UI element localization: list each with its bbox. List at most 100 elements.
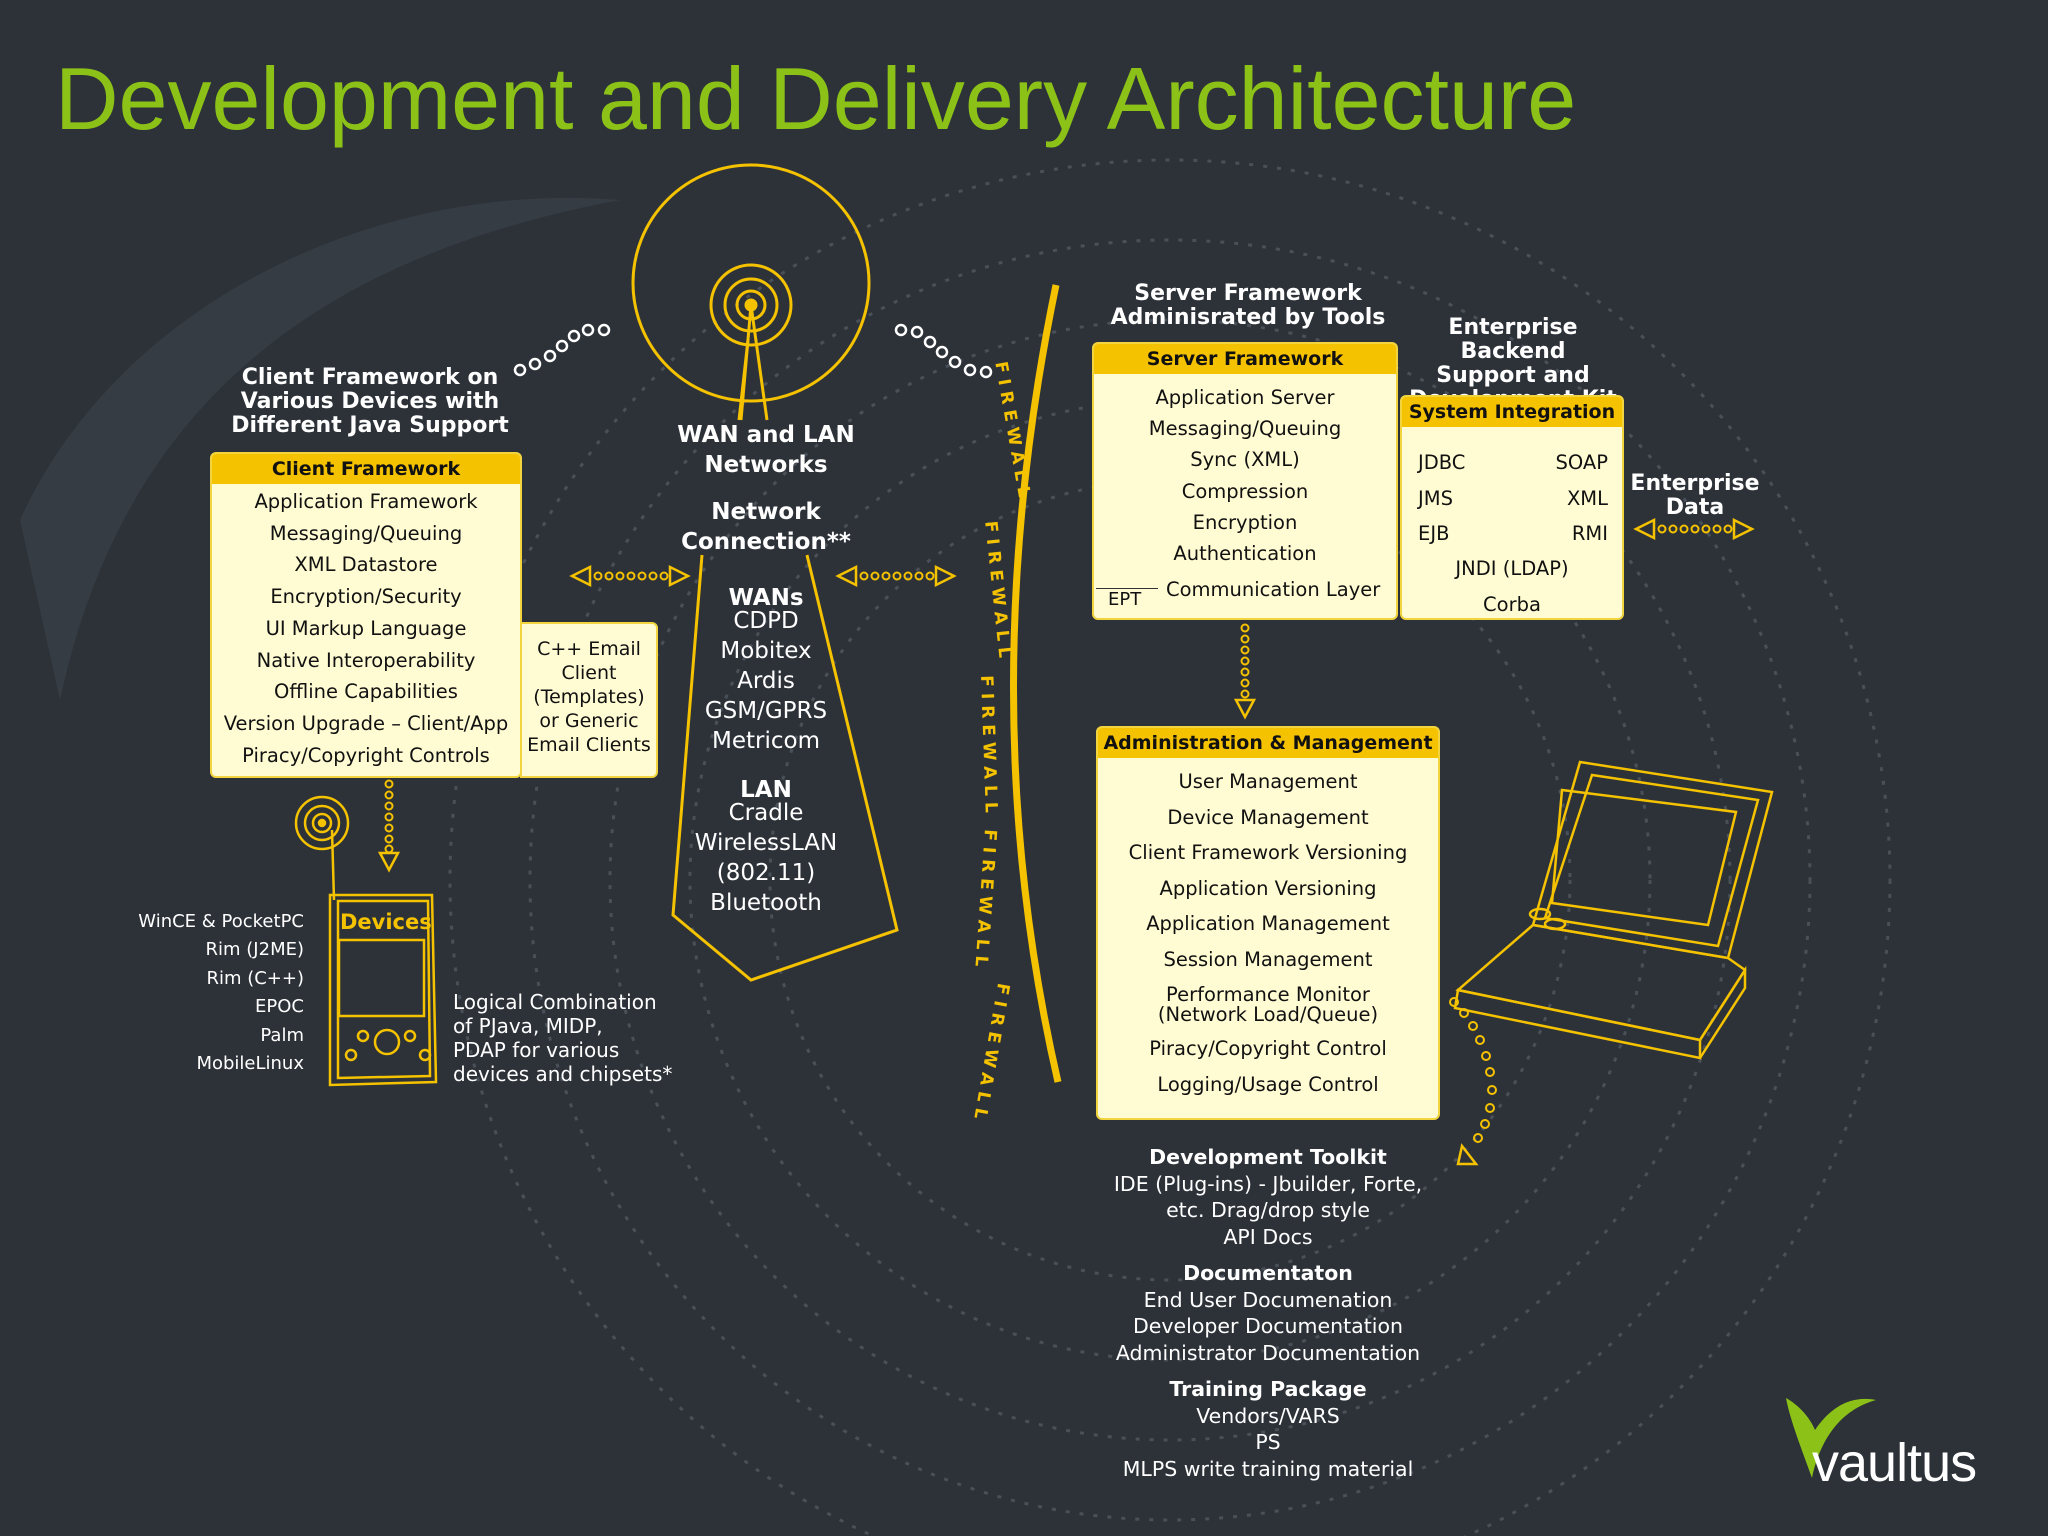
list-item: CDPD: [733, 608, 799, 634]
list-item: Session Management: [1163, 947, 1373, 971]
lan-list: LAN Cradle WirelessLAN (802.11) Bluetoot…: [666, 776, 866, 918]
list-item: XML Datastore: [294, 553, 438, 577]
list-item: JNDI (LDAP): [1455, 557, 1569, 580]
laptop-icon: [1453, 760, 1774, 1060]
list-item: Native Interoperability: [256, 648, 476, 672]
device-note-line: PDAP for various: [453, 1038, 620, 1062]
network-antenna-icon: [631, 163, 899, 982]
training-package-title: Training Package: [1169, 1377, 1367, 1401]
email-box-line: (Templates): [533, 686, 645, 708]
list-item: Offline Capabilities: [274, 680, 458, 704]
list-item: Palm: [260, 1024, 304, 1046]
client-caption: Client Framework on Various Devices with…: [230, 366, 510, 438]
admin-management-list: User Management Device Management Client…: [1098, 758, 1438, 1102]
communication-layer-label: Communication Layer: [1166, 578, 1381, 601]
list-item: Encryption/Security: [270, 585, 462, 609]
network-connection-line: Network: [711, 499, 821, 525]
list-item: JMS: [1418, 486, 1453, 510]
enterprise-data-line: Data: [1665, 495, 1725, 520]
client-framework-header: Client Framework: [212, 454, 520, 484]
server-caption-line: Server Framework: [1134, 281, 1362, 306]
list-item: IDE (Plug-ins) - Jbuilder, Forte,: [1113, 1171, 1423, 1196]
device-note: Logical Combination of PJava, MIDP, PDAP…: [453, 990, 672, 1086]
ept-label: EPT: [1108, 589, 1142, 610]
list-item: User Management: [1178, 770, 1358, 793]
list-item: Corba: [1483, 592, 1541, 616]
list-item: Application Versioning: [1159, 876, 1377, 900]
page-title: Development and Delivery Architecture: [55, 49, 1577, 148]
wans-title: WANs: [728, 585, 804, 611]
client-caption-line: Various Devices with: [240, 389, 500, 414]
email-box-line: Email Clients: [527, 734, 651, 756]
list-item: XML: [1566, 486, 1608, 510]
background-swirl: [448, 158, 1892, 1536]
client-framework-box: Client Framework Application Framework M…: [210, 452, 522, 778]
email-box-line: or Generic: [539, 710, 639, 732]
network-connection-line: Connection**: [681, 529, 851, 555]
client-framework-list: Application Framework Messaging/Queuing …: [212, 484, 520, 771]
list-item: Logging/Usage Control: [1157, 1072, 1379, 1096]
list-item: Rim (J2ME): [205, 939, 304, 961]
list-item: etc. Drag/drop style: [1166, 1198, 1370, 1222]
email-box-line: Client: [561, 662, 617, 684]
enterprise-caption-line: Support and: [1436, 363, 1590, 388]
list-item: Rim (C++): [206, 967, 304, 989]
list-item: Administrator Documentation: [1115, 1340, 1421, 1365]
vaultus-logo: vaultus: [1812, 1433, 1977, 1493]
list-item: Piracy/Copyright Controls: [242, 743, 490, 767]
list-item: Developer Documentation: [1133, 1314, 1403, 1338]
network-connection-caption: Network Connection**: [646, 497, 886, 557]
vaultus-logo-mark: [1786, 1398, 1876, 1478]
list-item: Vendors/VARS: [1196, 1403, 1340, 1428]
system-integration-box: System Integration JDBC JMS EJB SOAP XML…: [1400, 395, 1624, 620]
connection-arrows: [377, 517, 1755, 1166]
list-item: Application Server: [1155, 386, 1335, 409]
arrow-dots: [384, 524, 1733, 1143]
handheld-device-icon: [328, 893, 438, 1087]
background-leaf: [20, 197, 620, 700]
device-note-line: of PJava, MIDP,: [453, 1014, 603, 1038]
list-item: Ardis: [737, 668, 795, 694]
list-item: Compression: [1181, 479, 1309, 503]
server-framework-header: Server Framework: [1094, 344, 1396, 374]
enterprise-data-label: Enterprise Data: [1630, 472, 1760, 520]
server-caption-line: Adminisrated by Tools: [1110, 305, 1386, 330]
server-framework-list: Application Server Messaging/Queuing Syn…: [1094, 374, 1396, 569]
list-item: Mobitex: [720, 638, 812, 664]
system-integration-header: System Integration: [1402, 397, 1622, 427]
list-item: Application Framework: [254, 490, 478, 513]
list-item: MobileLinux: [196, 1053, 304, 1075]
list-item: API Docs: [1223, 1224, 1313, 1249]
integration-col-left: JDBC JMS EJB: [1418, 445, 1465, 552]
list-item: PS: [1255, 1430, 1281, 1454]
device-note-line: devices and chipsets*: [453, 1062, 673, 1086]
list-item: (Network Load/Queue): [1157, 1003, 1379, 1026]
network-caption-line: Networks: [704, 452, 828, 478]
list-item: Bluetooth: [710, 890, 822, 916]
server-framework-box: Server Framework Application Server Mess…: [1092, 342, 1398, 620]
list-item: WirelessLAN: [694, 830, 838, 856]
integration-col-right: SOAP XML RMI: [1556, 445, 1608, 552]
list-item: Version Upgrade – Client/App: [223, 711, 509, 735]
list-item: Cradle: [728, 800, 804, 826]
list-item: End User Documenation: [1143, 1287, 1393, 1312]
network-caption: WAN and LAN Networks: [646, 420, 886, 480]
list-item: Client Framework Versioning: [1128, 841, 1408, 864]
wans-list: WANs CDPD Mobitex Ardis GSM/GPRS Metrico…: [666, 584, 866, 756]
client-caption-line: Client Framework on: [241, 365, 499, 390]
list-item: WinCE & PocketPC: [138, 911, 304, 932]
email-client-box: C++ Email Client (Templates) or Generic …: [520, 622, 658, 778]
development-toolkit-title: Development Toolkit: [1149, 1145, 1387, 1169]
list-item: RMI: [1571, 522, 1608, 545]
admin-management-header: Administration & Management: [1098, 728, 1438, 758]
enterprise-caption-line: Enterprise Backend: [1448, 315, 1578, 364]
device-antenna-icon: [294, 795, 350, 901]
list-item: (802.11): [716, 860, 816, 886]
client-caption-line: Different Java Support: [231, 413, 509, 438]
device-platform-list: WinCE & PocketPC Rim (J2ME) Rim (C++) EP…: [100, 908, 304, 1078]
email-box-line: C++ Email: [537, 638, 641, 660]
integration-bottom: JNDI (LDAP) Corba: [1402, 551, 1622, 622]
list-item: Application Management: [1146, 912, 1390, 935]
enterprise-data-line: Enterprise: [1630, 471, 1760, 496]
list-item: Sync (XML): [1190, 448, 1300, 472]
